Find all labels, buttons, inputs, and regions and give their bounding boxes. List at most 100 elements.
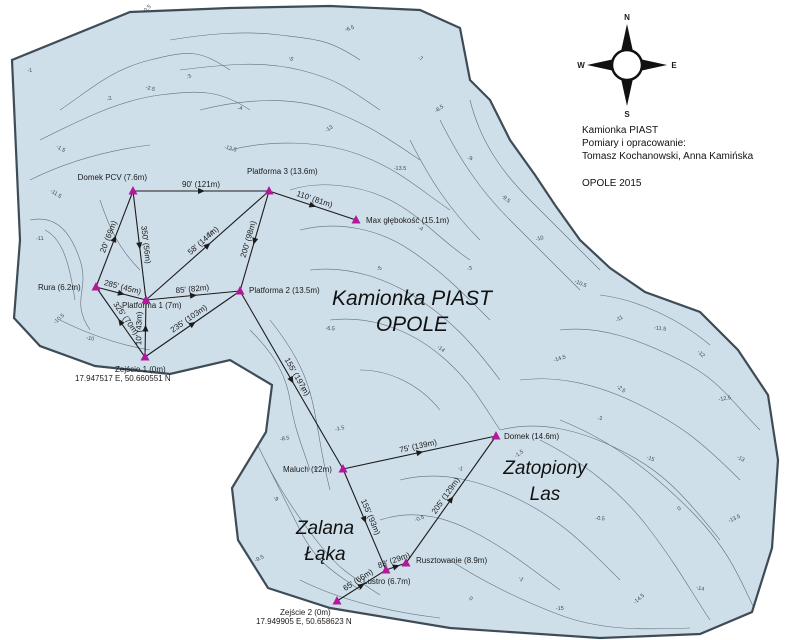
station-label-platforma-1: Platforma 1 (7m) [122,301,182,310]
station-marker-maluch[interactable] [338,464,348,473]
route-arrow [308,201,317,208]
depth-label: -12 [696,349,706,359]
route-arrow [392,564,400,571]
depth-label: -14.5 [553,354,567,363]
depth-contours [29,32,761,630]
route-arrow [117,289,125,296]
depth-label: -1.5 [335,425,345,433]
depth-label: -4 [417,225,424,232]
depth-label: -12.5 [223,144,237,153]
compass-west-arrow [587,58,619,72]
route-arrow [357,583,365,590]
station-label-domek-pcv: Domek PCV (7.6m) [78,173,148,182]
depth-label: -0.5 [414,515,425,524]
depth-label: -7 [417,55,424,62]
depth-label: -6.5 [344,25,355,34]
station-coords-zejscie-2: 17.949905 E, 50.658623 N [256,617,352,626]
station-label-zejscie-1: Zejście 1 (0m) [115,365,166,374]
depth-label: -4 [237,106,242,112]
depth-label: -11 [615,315,625,324]
depth-label: -1.5 [514,449,525,459]
route-arrow [136,242,143,250]
area-labels: Kamionka PIAST OPOLE Zatopiony Las Zalan… [295,287,588,565]
station-label-zejscie-2: Zejście 2 (0m) [280,608,331,617]
lake-name-line1: Kamionka PIAST [332,287,494,310]
depth-label: -0.5 [142,4,153,15]
compass-north-arrow [620,24,634,56]
depth-label: -5 [287,55,294,63]
depth-label: -11 [36,236,44,243]
depth-label: -10.5 [573,279,587,289]
station-marker-platforma-3[interactable] [264,186,274,195]
station-marker-rusztowanie[interactable] [401,558,411,567]
depth-label: -1 [27,68,33,75]
meadow-name-line2: Łąka [304,544,345,565]
station-marker-rura[interactable] [91,282,101,291]
station-label-platforma-3: Platforma 3 (13.6m) [247,167,318,176]
depth-label: -14 [696,585,705,593]
compass-west-label: W [577,61,585,70]
route-arrow [252,237,259,245]
route-arrow [198,188,205,194]
depth-label: 0 [468,596,474,603]
depth-label: -1 [457,465,463,472]
station-label-rusztowanie: Rusztowanie (8.9m) [416,556,487,565]
depth-labels: -0.5-1-1.5-2-2.5-3-4-5-6.5-7-8.5-9-9.5-1… [27,4,745,612]
station-label-max: Max głębokość (15.1m) [366,216,449,225]
depth-label: -3 [186,73,194,81]
depth-label: -13 [736,455,746,464]
compass-east-label: E [671,61,677,70]
route-arrow [110,235,117,243]
survey-stations [91,186,501,605]
station-label-rura: Rura (6.2m) [38,283,81,292]
compass-rose: N S E W [577,13,677,119]
depth-label: -6.5 [325,326,335,333]
forest-name-line2: Las [530,484,561,505]
compass-east-arrow [635,58,667,72]
station-label-domek: Domek (14.6m) [504,432,559,441]
info-place-year: OPOLE 2015 [582,178,642,189]
depth-label: -12.5 [718,395,731,403]
info-credits-heading: Pomiary i opracowanie: [582,138,686,149]
map-info-block: Kamionka PIAST Pomiary i opracowanie: To… [582,124,753,190]
depth-label: -10 [86,335,95,342]
depth-label: -9.5 [254,554,265,564]
route-arrow [189,292,197,299]
station-marker-max[interactable] [351,215,361,224]
compass-south-label: S [624,110,630,119]
station-marker-zejscie-2[interactable] [332,596,342,605]
station-marker-domek[interactable] [491,431,501,440]
depth-label: -14 [436,344,446,354]
route-arrow [142,324,149,332]
meadow-name-line1: Zalana [295,518,354,539]
depth-label: -10 [535,235,544,243]
station-marker-platforma-2[interactable] [235,286,245,295]
station-marker-platforma-1[interactable] [141,295,151,304]
station-marker-lustro[interactable] [381,565,391,574]
route-arrow [415,450,424,457]
depth-label: 0 [677,506,683,513]
forest-name-line1: Zatopiony [502,458,588,479]
info-authors: Tomasz Kochanowski, Anna Kamińska [582,151,754,162]
depth-label: -2 [598,416,603,422]
depth-label: -11.5 [49,188,62,200]
compass-south-arrow [620,74,634,106]
info-spacer [582,163,753,177]
depth-label: -13 [324,124,334,134]
route-arrow [446,496,454,504]
depth-label: -1 [517,575,525,583]
station-marker-zejscie-1[interactable] [140,352,150,361]
depth-label: -1.5 [55,144,66,154]
route-arrow [188,321,196,329]
route-bearing-label: 10' (43m) [134,311,144,345]
station-label-platforma-2: Platforma 2 (13.5m) [249,286,320,295]
station-labels: Domek PCV (7.6m) Platforma 3 (13.6m) Max g… [38,167,559,626]
station-label-maluch: Maluch (12m) [283,465,332,474]
station-marker-domek-pcv[interactable] [128,186,138,195]
depth-label: -15 [556,606,564,613]
depth-label: -7 [297,385,305,393]
route-arrow [360,515,367,524]
station-coords-zejscie-1: 17.947517 E, 50.660551 N [75,374,171,383]
